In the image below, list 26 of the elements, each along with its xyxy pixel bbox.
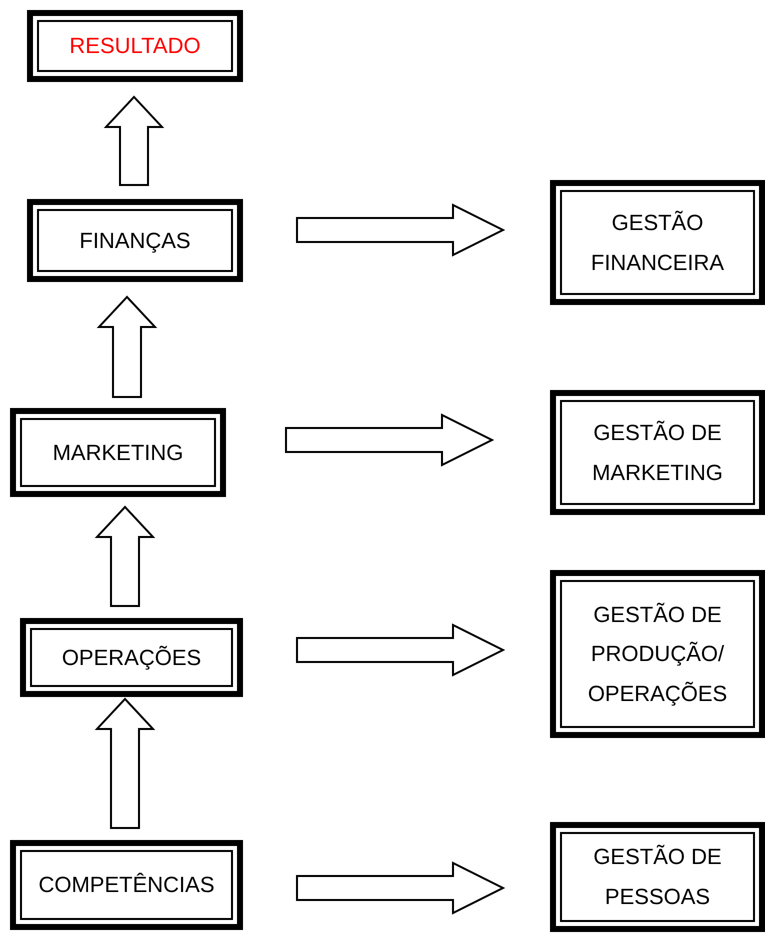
double-border-box — [550, 390, 765, 515]
box-label: GESTÃO DE PRODUÇÃO/ OPERAÇÕES — [586, 600, 728, 708]
box-label: FINANÇAS — [79, 226, 191, 255]
box-label: RESULTADO — [69, 32, 201, 60]
block-arrow — [94, 506, 156, 607]
block-arrow — [296, 623, 506, 677]
double-border-box — [20, 618, 243, 697]
box-label: GESTÃO FINANCEIRA — [590, 208, 726, 276]
block-arrow — [104, 96, 164, 186]
box-label: GESTÃO DE PESSOAS — [592, 843, 723, 911]
box-label: OPERAÇÕES — [62, 644, 202, 672]
double-border-box — [10, 408, 226, 497]
box-label: MARKETING — [52, 438, 184, 467]
block-arrow — [296, 861, 506, 915]
block-arrow — [296, 203, 506, 257]
double-border-box — [550, 180, 765, 305]
double-border-box — [550, 570, 765, 738]
box-label: GESTÃO DE MARKETING — [591, 418, 724, 486]
double-border-box — [550, 822, 765, 932]
double-border-box — [27, 10, 243, 82]
box-label: COMPETÊNCIAS — [38, 871, 215, 900]
block-arrow — [94, 698, 156, 829]
double-border-box — [10, 840, 243, 930]
block-arrow — [96, 296, 158, 398]
block-arrow — [285, 413, 494, 467]
double-border-box — [27, 199, 243, 282]
